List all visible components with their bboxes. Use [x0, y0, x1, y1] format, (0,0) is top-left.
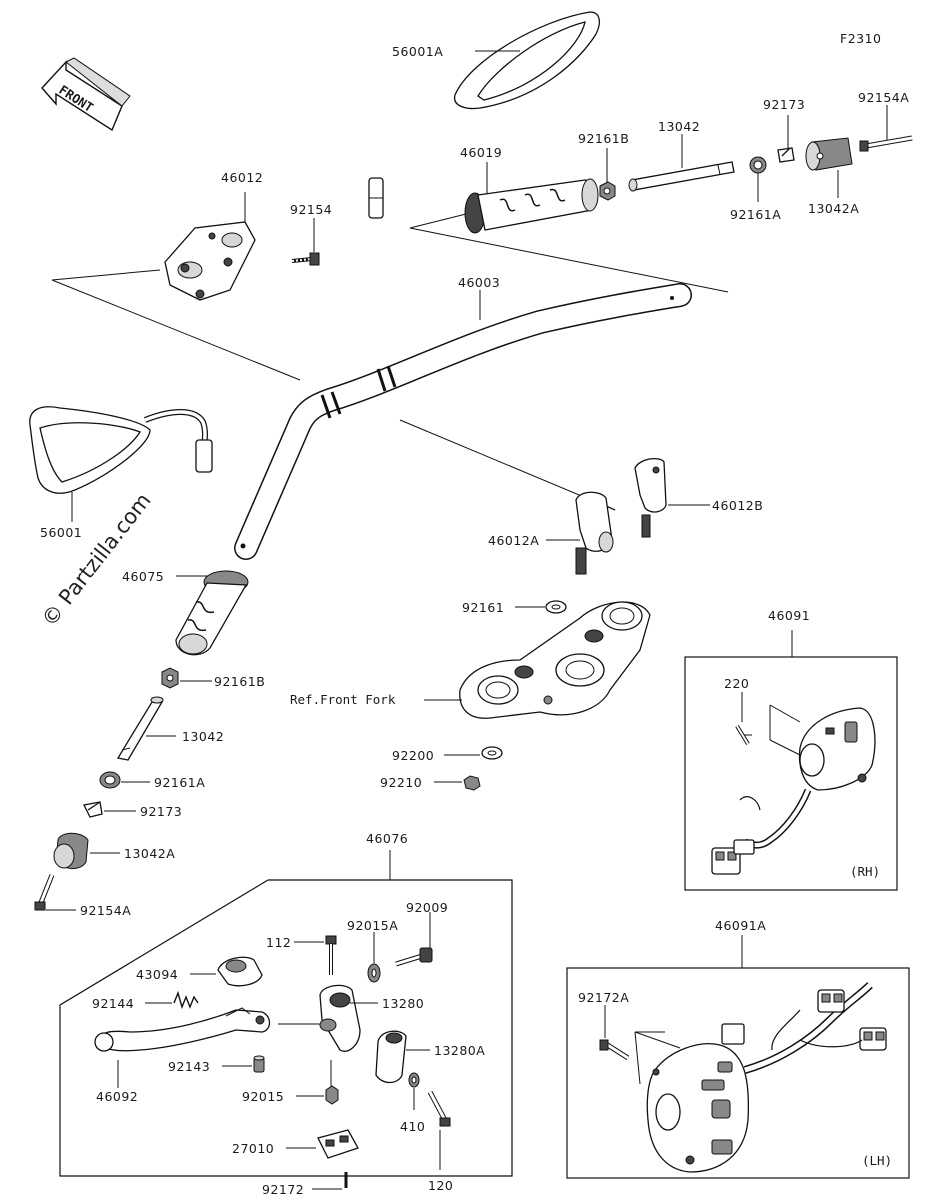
label-46003: 46003: [458, 275, 500, 290]
mirror-left: [29, 406, 213, 494]
weight-shaft-left: [116, 696, 164, 761]
lever-bracket-13280: [319, 984, 361, 1052]
label-92161A-top: 92161A: [730, 207, 781, 222]
label-92154A-top: 92154A: [858, 90, 909, 105]
label-46075: 46075: [122, 569, 164, 584]
bolt-92154A-top: [859, 135, 913, 152]
clutch-lever-46092: [94, 1007, 271, 1052]
label-46012: 46012: [221, 170, 263, 185]
rh-switch-box: [684, 656, 898, 891]
label-56001A: 56001A: [392, 44, 443, 59]
label-46091: 46091: [768, 608, 810, 623]
label-410: 410: [400, 1119, 425, 1134]
bar-end-weight-top: [805, 137, 853, 171]
screw-220: [735, 724, 750, 746]
label-92161B-top: 92161B: [578, 131, 629, 146]
lh-switch-box: [566, 967, 910, 1179]
riser-46012A: [575, 491, 614, 575]
label-92015: 92015: [242, 1089, 284, 1104]
label-46092: 46092: [96, 1089, 138, 1104]
nut-92161B-top: [599, 181, 616, 201]
label-92210: 92210: [380, 775, 422, 790]
riser-46012B: [634, 457, 667, 538]
label-13042-left: 13042: [182, 729, 224, 744]
nut-92161B-left: [161, 667, 179, 689]
label-92161A-left: 92161A: [154, 775, 205, 790]
label-46091A: 46091A: [715, 918, 766, 933]
washer-92015A: [367, 963, 381, 983]
spring-92144: [173, 990, 199, 1010]
grip-right: [464, 178, 599, 234]
clip-92173-top: [777, 147, 795, 163]
screw-92009: [395, 947, 433, 967]
screw-92172A: [599, 1039, 630, 1061]
label-13042A-left: 13042A: [124, 846, 175, 861]
label-112: 112: [266, 935, 291, 950]
label-13280A: 13280A: [434, 1043, 485, 1058]
label-92200: 92200: [392, 748, 434, 763]
ref-front-fork: Ref.Front Fork: [290, 692, 396, 707]
label-92173-top: 92173: [763, 97, 805, 112]
label-92161B-left: 92161B: [214, 674, 265, 689]
label-92172A: 92172A: [578, 990, 629, 1005]
collar-92161A-left: [99, 771, 121, 789]
bolt-92154: [291, 252, 320, 266]
label-92015A: 92015A: [347, 918, 398, 933]
lever-assembly-box: [59, 879, 513, 1177]
watermark: © Partzilla.com: [37, 489, 156, 631]
label-56001: 56001: [40, 525, 82, 540]
label-46012A: 46012A: [488, 533, 539, 548]
bushing-92143: [253, 1055, 265, 1073]
label-92173-left: 92173: [140, 804, 182, 819]
weight-shaft-top: [628, 161, 735, 192]
label-43094: 43094: [136, 967, 178, 982]
mirror-right: [368, 11, 601, 219]
label-120: 120: [428, 1178, 453, 1193]
lh-label: (LH): [862, 1153, 892, 1168]
bar-end-weight-left: [53, 832, 89, 869]
washer-92161: [545, 600, 567, 614]
label-46019: 46019: [460, 145, 502, 160]
rh-switch-housing: [711, 707, 876, 875]
bolt-92154A-left: [34, 874, 55, 911]
lever-holder-43094: [217, 956, 263, 987]
steering-stem-head: [459, 601, 651, 719]
collar-92161A-top: [749, 156, 767, 174]
label-92161: 92161: [462, 600, 504, 615]
screw-120: [427, 1090, 451, 1127]
clip-92173-left: [83, 801, 103, 818]
figure-id: F2310: [840, 31, 882, 46]
nut-92015: [325, 1085, 339, 1105]
label-220: 220: [724, 676, 749, 691]
lh-switch-housing: [646, 982, 887, 1173]
front-arrow-icon: FRONT: [41, 57, 131, 132]
clamp-13280A: [375, 1030, 407, 1084]
label-27010: 27010: [232, 1141, 274, 1156]
bolt-112: [325, 935, 337, 975]
label-92144: 92144: [92, 996, 134, 1011]
nut-92210: [463, 775, 481, 791]
rh-label: (RH): [850, 864, 880, 879]
label-92154A-left: 92154A: [80, 903, 131, 918]
grip-left: [175, 570, 249, 656]
clamp-upper: [164, 221, 256, 301]
label-46012B: 46012B: [712, 498, 763, 513]
label-92009: 92009: [406, 900, 448, 915]
washer-410: [408, 1072, 420, 1088]
label-13042-top: 13042: [658, 119, 700, 134]
label-13042A-top: 13042A: [808, 201, 859, 216]
label-46076: 46076: [366, 831, 408, 846]
label-13280: 13280: [382, 996, 424, 1011]
label-92172: 92172: [262, 1182, 304, 1197]
washer-92200: [481, 746, 503, 760]
label-92154: 92154: [290, 202, 332, 217]
label-92143: 92143: [168, 1059, 210, 1074]
switch-27010: [317, 1129, 359, 1159]
handlebar: [234, 283, 692, 560]
